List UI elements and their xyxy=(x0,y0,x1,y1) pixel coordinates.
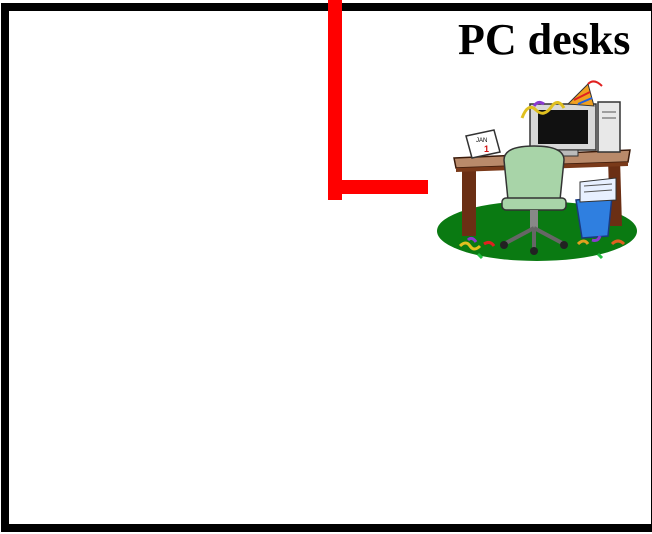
calendar-icon: JAN 1 xyxy=(466,130,500,158)
desk-clipart-icon: JAN 1 xyxy=(437,81,637,261)
calendar-day: 1 xyxy=(484,144,489,154)
room-label: PC desks xyxy=(458,18,630,62)
computer-tower-icon xyxy=(598,102,620,152)
party-hat-icon xyxy=(568,81,602,106)
chair-icon xyxy=(500,146,568,255)
partition-wall xyxy=(328,0,428,200)
